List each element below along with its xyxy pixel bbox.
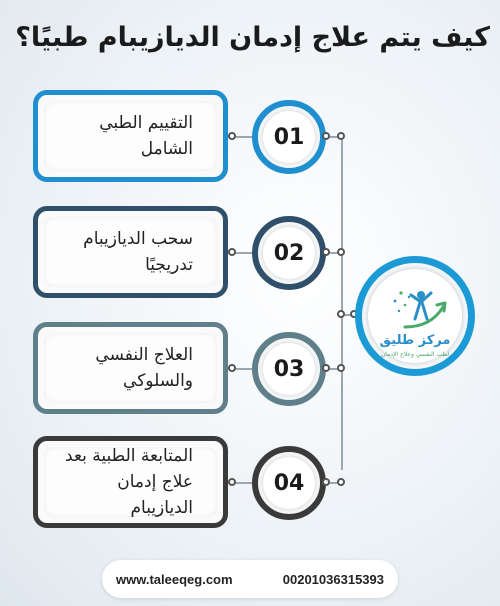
step-2-text: سحب الديازيبام تدريجيًا — [83, 229, 193, 275]
step-3-dot-c — [337, 364, 345, 372]
step-card-1: التقييم الطبي الشامل — [33, 90, 228, 182]
footer-phone: 00201036315393 — [282, 571, 384, 587]
step-4-number: 04 — [263, 457, 315, 509]
logo-tagline: لطب النفسي وعلاج الإدمان — [380, 351, 450, 358]
step-1-text: التقييم الطبي الشامل — [99, 113, 193, 159]
footer-website-link[interactable]: www.taleeqeg.com — [116, 571, 233, 587]
step-3-dot-b — [322, 364, 330, 372]
step-4-connector-right — [326, 482, 342, 484]
step-4-dot-b — [322, 478, 330, 486]
step-2-number: 02 — [263, 227, 315, 279]
step-1-dot-c — [337, 132, 345, 140]
step-4-dot-c — [337, 478, 345, 486]
step-2-dot-b — [322, 248, 330, 256]
step-1-number: 01 — [263, 111, 315, 163]
step-card-2-inner: سحب الديازيبام تدريجيًا — [44, 217, 217, 287]
step-card-4: المتابعة الطبية بعد علاج إدمان الديازيبا… — [33, 436, 228, 528]
step-4-text: المتابعة الطبية بعد علاج إدمان الديازيبا… — [65, 446, 193, 518]
step-3-text: العلاج النفسي والسلوكي — [95, 345, 193, 391]
logo-name: مركز طليق — [379, 333, 451, 348]
logo-figure-icon — [393, 291, 447, 329]
step-card-1-inner: التقييم الطبي الشامل — [44, 101, 217, 171]
step-card-2: سحب الديازيبام تدريجيًا — [33, 206, 228, 298]
step-3-connector-right — [326, 368, 342, 370]
logo-ring: مركز طليق لطب النفسي وعلاج الإدمان — [355, 256, 475, 376]
step-3-dot-a — [228, 364, 236, 372]
step-1-dot-b — [322, 132, 330, 140]
step-3-number: 03 — [263, 343, 315, 395]
step-1-connector-right — [326, 136, 342, 138]
step-4-number-circle: 04 — [252, 446, 326, 520]
step-card-3: العلاج النفسي والسلوكي — [33, 322, 228, 414]
step-1-dot-a — [228, 132, 236, 140]
step-2-number-circle: 02 — [252, 216, 326, 290]
step-2-dot-c — [337, 248, 345, 256]
step-card-4-inner: المتابعة الطبية بعد علاج إدمان الديازيبا… — [44, 446, 217, 518]
step-3-number-circle: 03 — [252, 332, 326, 406]
logo-inner: مركز طليق لطب النفسي وعلاج الإدمان — [368, 269, 462, 363]
step-1-number-circle: 01 — [252, 100, 326, 174]
step-4-dot-a — [228, 478, 236, 486]
logo-dot-a — [337, 310, 345, 318]
step-2-connector-right — [326, 252, 342, 254]
step-4-connector-left — [228, 482, 258, 484]
step-card-3-inner: العلاج النفسي والسلوكي — [44, 333, 217, 403]
step-1-connector-left — [228, 136, 258, 138]
vertical-connector — [341, 140, 343, 470]
footer-contact-bar: www.taleeqeg.com 00201036315393 — [102, 560, 398, 598]
step-3-connector-left — [228, 368, 258, 370]
step-2-dot-a — [228, 248, 236, 256]
step-2-connector-left — [228, 252, 258, 254]
page-title: كيف يتم علاج إدمان الديازيبام طبيًا؟ — [15, 22, 490, 53]
